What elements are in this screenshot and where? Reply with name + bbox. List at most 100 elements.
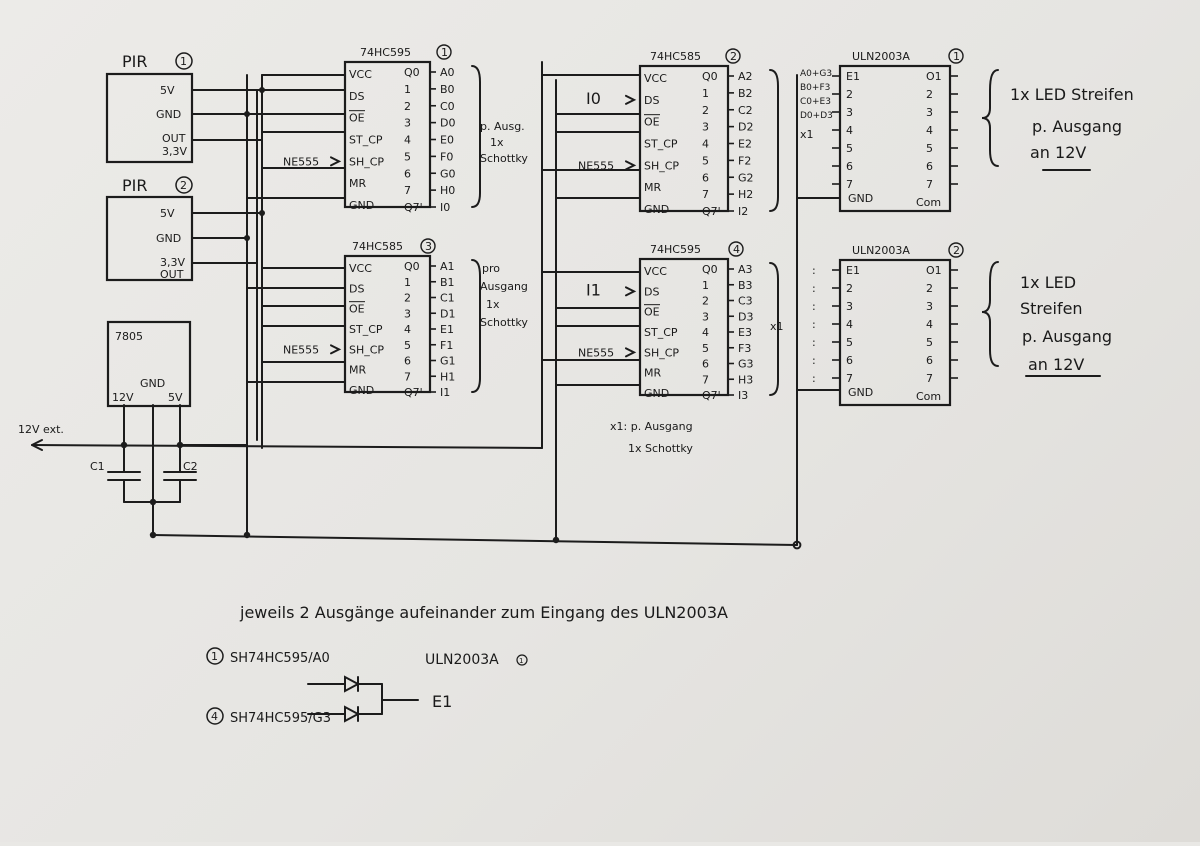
- uln2-note-line4: an 12V: [1028, 355, 1084, 374]
- chip2-rpin-7: 7: [702, 188, 709, 201]
- chip2-rpin-3: 3: [702, 121, 709, 134]
- chip2-out-8: I2: [738, 205, 748, 218]
- chip4-number-circle: [728, 241, 744, 257]
- chip1-out-3: D0: [440, 117, 455, 130]
- chip2-data-in-label: I0: [586, 89, 601, 108]
- uln2-rpin-2: 3: [926, 300, 933, 313]
- chip3-body: [343, 254, 432, 394]
- chip3-lpin-2: OE: [349, 303, 365, 316]
- chip2-rpin-5: 5: [702, 154, 709, 167]
- chip1-lpin-5: MR: [349, 177, 366, 190]
- uln1-note-line3: an 12V: [1030, 143, 1086, 162]
- chip2-lpin-3: ST_CP: [644, 138, 678, 151]
- uln2-number-circle: [948, 242, 964, 258]
- chip1-out-8: I0: [440, 201, 450, 214]
- chip4-rpin-8: Q7': [702, 389, 721, 402]
- uln1-rpin-6: 7: [926, 178, 933, 191]
- chip4-body: [638, 257, 730, 397]
- pir2-pin-33v: 3,3V: [160, 256, 185, 269]
- chip1-rpin-1: 1: [404, 83, 411, 96]
- chip3-note-line4: Schottky: [480, 316, 528, 329]
- chip3-out-4: E1: [440, 323, 454, 336]
- chip3-out-2: C1: [440, 292, 455, 305]
- uln1-lpin-6: 7: [846, 178, 853, 191]
- chip4-number: 4: [733, 243, 740, 256]
- chip1-out-0: A0: [440, 66, 455, 79]
- uln2-rpin-5: 6: [926, 354, 933, 367]
- voltage-regulator-7805: 7805 GND 12V 5V C1 C2 12V ext.: [18, 320, 198, 473]
- uln2-body: [838, 258, 952, 407]
- uln1-lpin-4: 5: [846, 142, 853, 155]
- chip2-out-0: A2: [738, 70, 753, 83]
- uln2-lpin-4: 5: [846, 336, 853, 349]
- chip1-note: p. Ausg. 1x Schottky: [480, 120, 528, 165]
- uln2-lpin-5: 6: [846, 354, 853, 367]
- chip1-title: 74HC595: [360, 46, 411, 59]
- chip3-ne555-label: NE555: [283, 343, 319, 356]
- chip3-rpin-5: 5: [404, 339, 411, 352]
- chip4-clock-arrow-icon: [625, 347, 637, 358]
- chip3-rpin-0: Q0: [404, 260, 420, 273]
- diode-icon: [344, 675, 361, 693]
- uln1-rpin-2: 3: [926, 106, 933, 119]
- chip3-out-3: D1: [440, 307, 455, 320]
- uln2-dots-5: :: [812, 354, 816, 367]
- chip3-rpin-2: 2: [404, 292, 411, 305]
- pir1-pin-33v: 3,3V: [162, 145, 187, 158]
- chip1-number: 1: [441, 46, 448, 59]
- chip1-rpin-8: Q7': [404, 201, 423, 214]
- footer-row1-label: SH74HC595/A0: [230, 651, 330, 666]
- chip1-rpin-3: 3: [404, 117, 411, 130]
- chip4-rpin-3: 3: [702, 310, 709, 323]
- uln1-rpin-5: 6: [926, 160, 933, 173]
- chip2-body: [638, 64, 730, 213]
- chip3-lpin-3: ST_CP: [349, 323, 383, 336]
- chip1-rpin-4: 4: [404, 134, 411, 147]
- chip1-lpin-1: DS: [349, 90, 364, 103]
- chip2-data-arrow-icon: [625, 94, 637, 105]
- chip3-out-7: H1: [440, 370, 455, 383]
- pir-sensor-2: PIR 2 5V GND 3,3V OUT: [105, 176, 194, 282]
- chip3-output-bracket: [471, 259, 481, 393]
- chip3-rpin-6: 6: [404, 355, 411, 368]
- uln2-title: ULN2003A: [852, 244, 910, 257]
- pir1-title: PIR: [122, 52, 147, 71]
- chip1-out-1: B0: [440, 83, 455, 96]
- chip4-lpin-3: ST_CP: [644, 326, 678, 339]
- pir1-number: 1: [180, 55, 187, 68]
- chip4-out-5: F3: [738, 342, 751, 355]
- chip2-out-1: B2: [738, 87, 753, 100]
- chip4-lpin-6: GND: [644, 387, 669, 400]
- chip4-out-7: H3: [738, 373, 753, 386]
- chip4-rpin-5: 5: [702, 342, 709, 355]
- pir1-pin-gnd: GND: [156, 108, 181, 121]
- chip1-out-5: F0: [440, 150, 453, 163]
- chip1-out-4: E0: [440, 134, 454, 147]
- chip4-data-in-label: I1: [586, 280, 601, 299]
- uln2-dots-2: :: [812, 300, 816, 313]
- chip2-rpin-1: 1: [702, 87, 709, 100]
- pair-label-1: A0+G3: [800, 69, 832, 79]
- chip3-note-line2: Ausgang: [480, 280, 528, 293]
- chip2-rpin-8: Q7': [702, 205, 721, 218]
- uln2-lpin-2: 3: [846, 300, 853, 313]
- pir1-pin-5v: 5V: [160, 84, 175, 97]
- footer-row1-number: 1: [211, 650, 218, 663]
- pir2-number: 2: [180, 179, 187, 192]
- chip2-lpin-1: DS: [644, 94, 659, 107]
- chip1-out-7: H0: [440, 184, 455, 197]
- chip2-x1-label: x1: [800, 128, 814, 141]
- chip2-output-bracket: [769, 69, 779, 212]
- chip4-rpin-6: 6: [702, 358, 709, 371]
- regulator-gnd: GND: [140, 377, 165, 390]
- chip3-lpin-0: VCC: [349, 262, 372, 275]
- chip2-ne555-label: NE555: [578, 159, 614, 172]
- uln2-rpin-4: 5: [926, 336, 933, 349]
- uln2-lpin-1: 2: [846, 282, 853, 295]
